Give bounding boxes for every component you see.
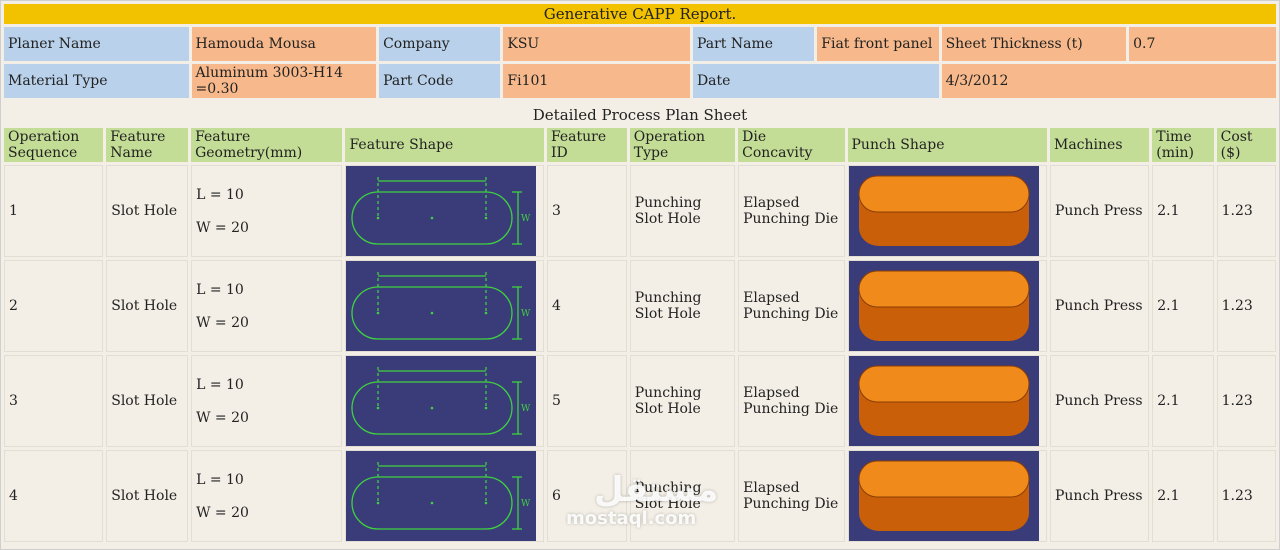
- feature-name-cell: Slot Hole: [106, 355, 189, 447]
- slot-drawing: W: [346, 356, 537, 446]
- part-code-value: Fi101: [503, 64, 690, 98]
- table-row: 1 Slot Hole L = 10 W = 20: [4, 165, 1276, 257]
- die-concavity-cell: Elapsed Punching Die: [738, 450, 845, 542]
- feature-id-cell: 3: [546, 165, 627, 257]
- feature-name-cell: Slot Hole: [106, 450, 189, 542]
- operation-sequence-cell: 3: [4, 355, 104, 447]
- cost-cell: 1.23: [1216, 355, 1276, 447]
- punch-shape-cell: [847, 355, 1047, 447]
- machines-cell: Punch Press: [1050, 355, 1150, 447]
- geometry-width: W = 20: [196, 504, 249, 521]
- material-type-label: Material Type: [4, 64, 189, 98]
- header-time: Time (min): [1152, 128, 1214, 162]
- punch-render: [848, 356, 1039, 446]
- punch-render: [848, 261, 1039, 351]
- feature-name-cell: Slot Hole: [106, 260, 189, 352]
- company-value: KSU: [503, 27, 690, 61]
- feature-id-cell: 5: [546, 355, 627, 447]
- part-name-value: Fiat front panel: [817, 27, 939, 61]
- die-concavity-cell: Elapsed Punching Die: [738, 260, 845, 352]
- header-feature-geometry: Feature Geometry(mm): [191, 128, 343, 162]
- header-machines: Machines: [1050, 128, 1150, 162]
- planer-name-value: Hamouda Mousa: [191, 27, 377, 61]
- feature-id-cell: 6: [546, 450, 627, 542]
- dimension-label: W: [521, 499, 531, 509]
- planer-name-label: Planer Name: [4, 27, 189, 61]
- sheet-thickness-label: Sheet Thickness (t): [941, 27, 1127, 61]
- report-title: Generative CAPP Report.: [4, 4, 1276, 24]
- date-value: 4/3/2012: [941, 64, 1276, 98]
- feature-shape-cell: W: [345, 260, 544, 352]
- date-label: Date: [692, 64, 939, 98]
- sheet-thickness-value: 0.7: [1129, 27, 1276, 61]
- feature-shape-cell: W: [345, 450, 544, 542]
- geometry-width: W = 20: [196, 219, 249, 236]
- material-type-value: Aluminum 3003-H14 =0.30: [191, 64, 377, 98]
- operation-type-cell: Punching Slot Hole: [629, 450, 736, 542]
- die-concavity-cell: Elapsed Punching Die: [738, 165, 845, 257]
- feature-shape-cell: W: [345, 165, 544, 257]
- dimension-label: W: [521, 404, 531, 414]
- machines-cell: Punch Press: [1050, 260, 1150, 352]
- geometry-length: L = 10: [196, 186, 244, 203]
- punch-shape-cell: [847, 260, 1047, 352]
- punch-shape-cell: [847, 165, 1047, 257]
- cost-cell: 1.23: [1216, 165, 1276, 257]
- table-row: 4 Slot Hole L = 10 W = 20: [4, 450, 1276, 542]
- operation-sequence-cell: 2: [4, 260, 104, 352]
- punch-render: [848, 451, 1039, 541]
- operation-sequence-cell: 1: [4, 165, 104, 257]
- slot-drawing: W: [346, 166, 537, 256]
- feature-geometry-cell: L = 10 W = 20: [191, 450, 343, 542]
- company-label: Company: [379, 27, 501, 61]
- operation-type-cell: Punching Slot Hole: [629, 260, 736, 352]
- dimension-label: W: [521, 214, 531, 224]
- header-feature-id: Feature ID: [546, 128, 627, 162]
- operation-type-cell: Punching Slot Hole: [629, 355, 736, 447]
- feature-id-cell: 4: [546, 260, 627, 352]
- slot-drawing: W: [346, 261, 537, 351]
- operation-sequence-cell: 4: [4, 450, 104, 542]
- header-feature-shape: Feature Shape: [345, 128, 544, 162]
- header-operation-type: Operation Type: [629, 128, 736, 162]
- part-code-label: Part Code: [379, 64, 501, 98]
- header-die-concavity: Die Concavity: [738, 128, 845, 162]
- slot-drawing: W: [346, 451, 537, 541]
- part-name-label: Part Name: [692, 27, 815, 61]
- machines-cell: Punch Press: [1050, 450, 1150, 542]
- cost-cell: 1.23: [1216, 450, 1276, 542]
- geometry-width: W = 20: [196, 314, 249, 331]
- feature-geometry-cell: L = 10 W = 20: [191, 165, 343, 257]
- report-header-table: Generative CAPP Report. Planer Name Hamo…: [1, 1, 1279, 101]
- time-cell: 2.1: [1152, 260, 1214, 352]
- process-plan-title: Detailed Process Plan Sheet: [4, 105, 1276, 125]
- process-plan-table: Detailed Process Plan Sheet Operation Se…: [1, 102, 1279, 545]
- feature-shape-cell: W: [345, 355, 544, 447]
- header-punch-shape: Punch Shape: [847, 128, 1047, 162]
- cost-cell: 1.23: [1216, 260, 1276, 352]
- machines-cell: Punch Press: [1050, 165, 1150, 257]
- feature-name-cell: Slot Hole: [106, 165, 189, 257]
- geometry-length: L = 10: [196, 281, 244, 298]
- table-row: 2 Slot Hole L = 10 W = 20: [4, 260, 1276, 352]
- geometry-length: L = 10: [196, 471, 244, 488]
- punch-shape-cell: [847, 450, 1047, 542]
- geometry-length: L = 10: [196, 376, 244, 393]
- feature-geometry-cell: L = 10 W = 20: [191, 260, 343, 352]
- time-cell: 2.1: [1152, 450, 1214, 542]
- operation-type-cell: Punching Slot Hole: [629, 165, 736, 257]
- header-feature-name: Feature Name: [106, 128, 189, 162]
- header-cost: Cost ($): [1216, 128, 1276, 162]
- feature-geometry-cell: L = 10 W = 20: [191, 355, 343, 447]
- time-cell: 2.1: [1152, 165, 1214, 257]
- time-cell: 2.1: [1152, 355, 1214, 447]
- header-operation-sequence: Operation Sequence: [4, 128, 104, 162]
- dimension-label: W: [521, 309, 531, 319]
- table-row: 3 Slot Hole L = 10 W = 20: [4, 355, 1276, 447]
- geometry-width: W = 20: [196, 409, 249, 426]
- punch-render: [848, 166, 1039, 256]
- die-concavity-cell: Elapsed Punching Die: [738, 355, 845, 447]
